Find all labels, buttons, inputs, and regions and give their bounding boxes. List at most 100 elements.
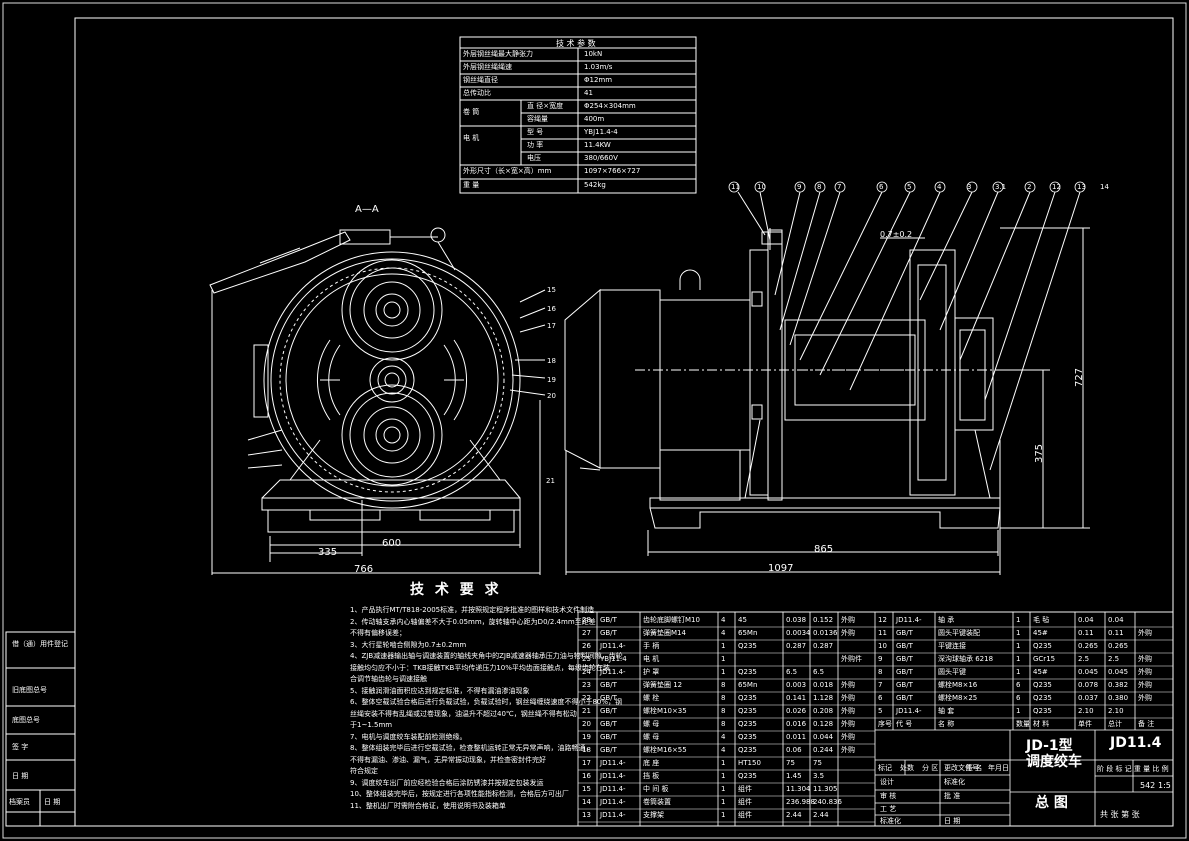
parts-header: 总计 bbox=[1108, 720, 1122, 728]
title-scale: 1:5 bbox=[1158, 781, 1171, 790]
parts-cell: 2.10 bbox=[1108, 707, 1124, 715]
parts-cell: 12 bbox=[878, 616, 887, 624]
title-label: 处数 bbox=[900, 764, 914, 772]
dim-375: 375 bbox=[1034, 443, 1046, 464]
parts-cell: 1 bbox=[721, 655, 726, 663]
parts-cell: Q235 bbox=[1033, 707, 1052, 715]
parts-header: 单件 bbox=[1078, 720, 1092, 728]
parts-cell: 外购 bbox=[841, 720, 855, 728]
parts-cell: 0.208 bbox=[813, 707, 834, 715]
parts-cell: 毛 毡 bbox=[1033, 616, 1050, 624]
parts-cell: 75 bbox=[813, 759, 822, 767]
parts-cell: YBJ11.4 bbox=[600, 655, 627, 663]
requirement-line: 7、电机与调度绞车装配前检测绝缘。 bbox=[350, 732, 467, 741]
parts-header: 数量 bbox=[1016, 720, 1030, 728]
parts-cell: Q235 bbox=[738, 668, 757, 676]
parts-cell: 0.141 bbox=[786, 694, 807, 702]
parts-cell: 1 bbox=[1016, 642, 1021, 650]
spec-value: 11.4KW bbox=[584, 141, 611, 149]
parts-cell: 平键连接 bbox=[938, 642, 966, 650]
requirements-title: 技 术 要 求 bbox=[410, 582, 502, 598]
parts-cell: GB/T bbox=[600, 720, 617, 728]
parts-cell: 0.04 bbox=[1108, 616, 1124, 624]
parts-cell: 6.5 bbox=[813, 668, 825, 676]
parts-cell: 18 bbox=[582, 746, 591, 754]
parts-cell: 0.045 bbox=[1078, 668, 1099, 676]
parts-cell: 螺 母 bbox=[643, 733, 660, 741]
spec-sub: 容绳量 bbox=[527, 115, 548, 123]
parts-cell: 外购 bbox=[841, 681, 855, 689]
parts-cell: 1 bbox=[721, 772, 726, 780]
parts-cell: 2.10 bbox=[1078, 707, 1094, 715]
parts-cell: 外购 bbox=[1138, 629, 1152, 637]
balloon-label: 20 bbox=[547, 392, 556, 400]
spec-table-title: 技 术 参 数 bbox=[556, 39, 596, 48]
parts-cell: 8 bbox=[721, 720, 726, 728]
parts-cell: 8 bbox=[721, 681, 726, 689]
spec-value: YBJ11.4-4 bbox=[584, 128, 618, 136]
parts-cell: 27 bbox=[582, 629, 591, 637]
parts-cell: 10 bbox=[878, 642, 887, 650]
parts-cell: 0.128 bbox=[813, 720, 834, 728]
parts-header: 序号 bbox=[878, 720, 892, 728]
dim-gap: 0.7±0.2 bbox=[880, 230, 913, 239]
requirement-line: 9、调度绞车出厂前应经检验合格后涂防锈漆并按规定包装发运 bbox=[350, 778, 544, 787]
parts-cell: 2.5 bbox=[1108, 655, 1120, 663]
parts-cell: 组件 bbox=[738, 798, 752, 806]
parts-cell: GB/T bbox=[896, 694, 913, 702]
parts-cell: 弹簧垫圈 12 bbox=[643, 681, 683, 689]
parts-cell: GB/T bbox=[600, 707, 617, 715]
parts-cell: 0.152 bbox=[813, 616, 834, 624]
parts-cell: 0.037 bbox=[1078, 694, 1099, 702]
requirement-line: 5、接触润滑油面积应达到规定标准，不得有漏油渗油现象 bbox=[350, 686, 530, 695]
parts-cell: 支撑架 bbox=[643, 811, 664, 819]
parts-cell: JD11.4- bbox=[600, 759, 626, 767]
title-role: 批 准 bbox=[944, 792, 961, 800]
parts-cell: GB/T bbox=[600, 681, 617, 689]
title-label: 更改文件号 bbox=[944, 764, 979, 772]
parts-cell: 外购 bbox=[1138, 681, 1152, 689]
parts-cell: 65Mn bbox=[738, 629, 758, 637]
parts-cell: 75 bbox=[786, 759, 795, 767]
spec-value: Φ12mm bbox=[584, 76, 613, 84]
parts-cell: 25 bbox=[582, 655, 591, 663]
parts-cell: 螺栓M10×35 bbox=[643, 707, 687, 715]
requirement-line: 不得有漏油、渗油、漏气，无异常振动现象，并检查密封件完好 bbox=[350, 755, 546, 764]
balloon-label: 12 bbox=[1052, 183, 1061, 191]
title-product: JD-1型 调度绞车 bbox=[1026, 738, 1082, 770]
parts-cell: 深沟球轴承 6218 bbox=[938, 655, 994, 663]
title-role: 设计 bbox=[880, 778, 894, 786]
parts-cell: 45 bbox=[738, 616, 747, 624]
requirement-line: 丝绳安装不得有乱绳或过卷现象，油温升不超过40℃，钢丝绳不得有松动 bbox=[350, 709, 577, 718]
parts-cell: 19 bbox=[582, 733, 591, 741]
title-role: 标准化 bbox=[944, 778, 965, 786]
parts-list-grid bbox=[577, 611, 1174, 827]
parts-cell: GCr15 bbox=[1033, 655, 1056, 663]
parts-cell: 0.016 bbox=[786, 720, 807, 728]
parts-cell: HT150 bbox=[738, 759, 761, 767]
title-label: 签 名 bbox=[966, 764, 983, 772]
parts-cell: 45# bbox=[1033, 668, 1048, 676]
requirement-line: 2、传动轴支承内心轴偏差不大于0.05mm，旋转轴中心距为D0/2.4mm至距差 bbox=[350, 617, 596, 626]
parts-cell: 0.382 bbox=[1108, 681, 1129, 689]
parts-cell: Q235 bbox=[738, 642, 757, 650]
title-role: 工 艺 bbox=[880, 805, 897, 813]
parts-cell: Q235 bbox=[738, 707, 757, 715]
spec-label: 外形尺寸（长×宽×高）mm bbox=[463, 167, 552, 175]
requirement-line: 8、整体组装完毕后进行空载试验，检查整机运转正常无异常声响，油路畅通， bbox=[350, 744, 593, 752]
parts-cell: 0.06 bbox=[786, 746, 802, 754]
parts-cell: 17 bbox=[582, 759, 591, 767]
parts-cell: 21 bbox=[582, 707, 591, 715]
parts-cell: 外购件 bbox=[841, 655, 862, 663]
title-stage: 阶 段 标 记 重 量 比 例 bbox=[1097, 765, 1169, 773]
spec-label: 外层钢丝绳最大静张力 bbox=[463, 50, 533, 58]
dim-600: 600 bbox=[382, 538, 402, 549]
left-strip-label: 日 期 bbox=[44, 798, 61, 806]
dim-1097: 1097 bbox=[768, 563, 794, 574]
parts-cell: 外购 bbox=[1138, 668, 1152, 676]
parts-cell: 外购 bbox=[1138, 655, 1152, 663]
dim-335: 335 bbox=[318, 547, 338, 558]
parts-cell: 240.836 bbox=[813, 798, 842, 806]
